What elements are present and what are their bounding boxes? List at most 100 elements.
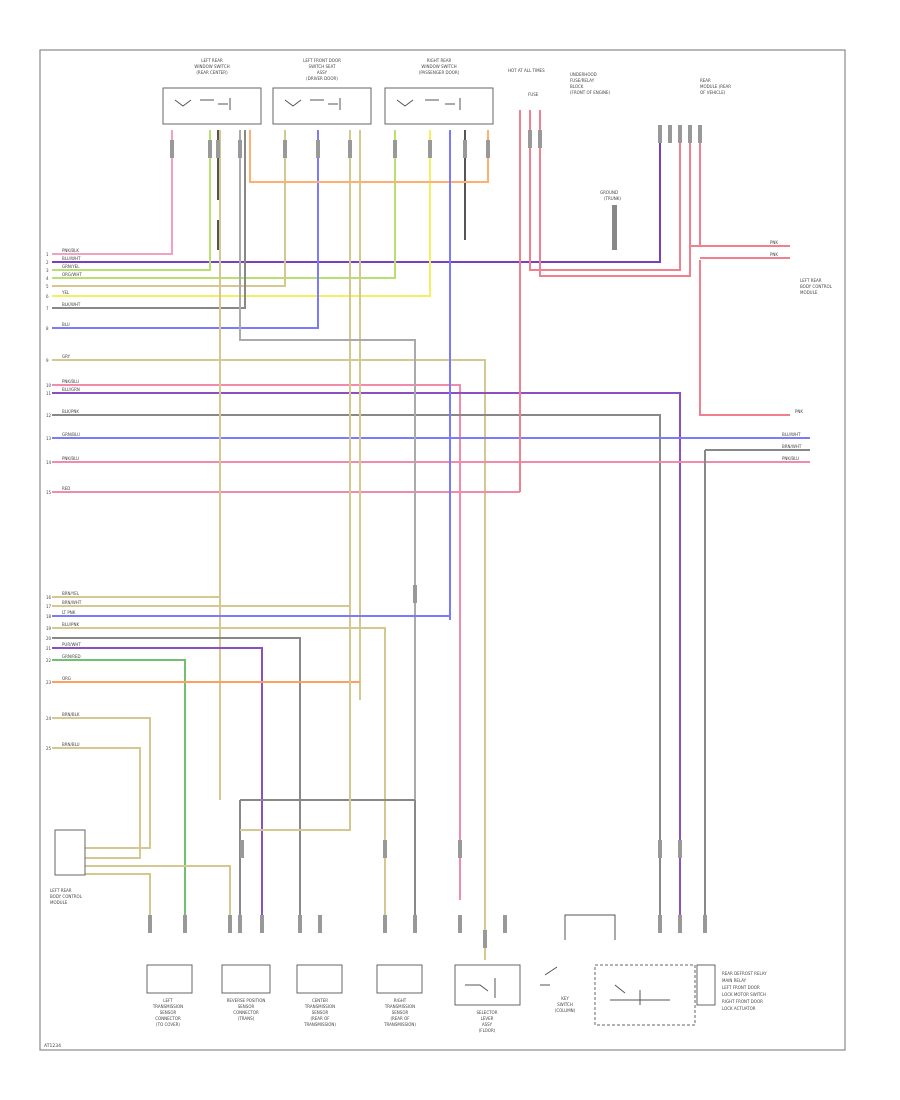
switch-label-2c: ASSY [317, 70, 328, 75]
rear-module-label-b: MODULE (REAR [700, 84, 731, 89]
sensor-reverse-l4: (TRANS) [238, 1016, 255, 1021]
pin-23: 23 [46, 680, 52, 685]
underhood-label-b: FUSE/RELAY [570, 78, 595, 83]
wire-label-pnk-blk: PNK/BLK [62, 248, 79, 253]
power-wires [519, 110, 810, 920]
key-switch: KEY SWITCH (COLUMN) [540, 966, 576, 1013]
sensor-center-l4: (REAR OF [310, 1016, 330, 1021]
page-label: AT1234 [44, 1043, 61, 1049]
pin-6: 6 [46, 294, 49, 299]
underhood-label-c: BLOCK [570, 84, 584, 89]
ground-label-b: (TRUNK) [604, 196, 621, 201]
pin-3: 3 [46, 268, 49, 273]
bottom-connectors [148, 840, 707, 948]
relay-box: REAR DEFROST RELAY MAIN RELAY LEFT FRONT… [564, 914, 767, 1026]
pin-4: 4 [46, 276, 49, 281]
sensor-left-l4: CONNECTOR [155, 1016, 181, 1021]
switch-label-3c: (PASSENGER DOOR) [419, 70, 460, 75]
pin-17: 17 [46, 604, 52, 609]
horizontal-wires [52, 130, 810, 920]
pin-24: 24 [46, 716, 52, 721]
hot-label: HOT AT ALL TIMES [508, 68, 545, 73]
sensor-reverse-l2: SENSOR [238, 1004, 255, 1009]
right-wire-labels: PNK PNK PNK BLU/WHT BRN/WHT PNK/BLU [770, 240, 803, 461]
sensor-right-l1: RIGHT [394, 998, 407, 1003]
pin-15: 15 [46, 490, 52, 495]
wire-label-blk-wht: BLK/WHT [62, 302, 81, 307]
right-conn-label-c: MODULE [800, 290, 818, 295]
pin-25: 25 [46, 746, 52, 751]
sensor-center: CENTER TRANSMISSION SENSOR (REAR OF TRAN… [296, 964, 343, 1027]
sensor-reverse-l3: CONNECTOR [233, 1010, 259, 1015]
wire-label-org-wht: ORG/WHT [62, 272, 82, 277]
sensor-right-l3: SENSOR [392, 1010, 409, 1015]
wire-label-grn-red: GRN/RED [62, 654, 81, 659]
sensor-center-l5: TRANSMISSION) [303, 1022, 336, 1027]
sensor-left: LEFT TRANSMISSION SENSOR CONNECTOR (TO C… [146, 964, 193, 1027]
sensor-center-l3: SENSOR [312, 1010, 329, 1015]
wire-label-gry: GRY [62, 354, 71, 359]
legend-1: REAR DEFROST RELAY [722, 971, 767, 976]
sensor-right: RIGHT TRANSMISSION SENSOR (REAR OF TRANS… [376, 964, 423, 1027]
pin-9: 9 [46, 358, 49, 363]
legend-2: MAIN RELAY [722, 978, 747, 983]
legend-5: RIGHT FRONT DOOR [722, 999, 763, 1004]
right-wire-1: PNK [770, 240, 778, 245]
wire-label-brn-blk: BRN/BLK [62, 712, 80, 717]
sensor-right-l5: TRANSMISSION) [383, 1022, 416, 1027]
ground-strap [612, 205, 617, 250]
sensor-left-l5: (TO COVER) [156, 1022, 180, 1027]
sensor-left-l2: TRANSMISSION [152, 1004, 183, 1009]
switch-label-1c: (REAR CENTER) [196, 70, 228, 75]
wire-label-brn-blu: BRN/BLU [62, 742, 80, 747]
legend-3: LEFT FRONT DOOR [722, 985, 760, 990]
wire-label-blk-pnk: BLK/PNK [62, 409, 79, 414]
selector-l2: LEVER [481, 1016, 494, 1021]
left-pin-column: 1 2 3 4 5 6 7 8 9 10 11 12 13 14 15 16 1… [46, 252, 52, 751]
switch-label-2b: SWITCH SEAT [309, 64, 336, 69]
right-conn-label-a: LEFT REAR [800, 278, 822, 283]
pin-20: 20 [46, 636, 52, 641]
wire-label-lt-pnk: LT PNK [62, 610, 76, 615]
left-conn-l3: MODULE [50, 900, 68, 905]
switch-box-1: LEFT REAR WINDOW SWITCH (REAR CENTER) [162, 58, 262, 125]
wire-label-pur-wht: PUR/WHT [62, 642, 81, 647]
right-wire-4: BLU/WHT [782, 432, 801, 437]
switch-box-2: LEFT FRONT DOOR SWITCH SEAT ASSY (DRIVER… [272, 58, 372, 125]
switch-label-2a: LEFT FRONT DOOR [303, 58, 341, 63]
fuse-label: FUSE [528, 92, 539, 97]
left-conn-l1: LEFT REAR [50, 888, 72, 893]
wire-label-yel: YEL [61, 290, 70, 295]
rear-module-label-c: OF VEHICLE) [700, 90, 726, 95]
pin-8: 8 [46, 326, 49, 331]
underhood-label-a: UNDERHOOD [570, 72, 597, 77]
switch-box-3: RIGHT REAR WINDOW SWITCH (PASSENGER DOOR… [384, 58, 494, 125]
right-conn-label-b: BODY CONTROL [800, 284, 833, 289]
sensor-right-l4: (REAR OF [390, 1016, 410, 1021]
sensor-reverse-l1: REVERSE POSITION [227, 998, 266, 1003]
right-wire-2: PNK [770, 252, 778, 257]
sensor-left-l3: SENSOR [160, 1010, 177, 1015]
left-connector: LEFT REAR BODY CONTROL MODULE [50, 829, 86, 905]
sensor-center-l1: CENTER [312, 998, 328, 1003]
wire-label-pnk-blu: PNK/BLU [62, 379, 79, 384]
pin-18: 18 [46, 614, 52, 619]
pin-16: 16 [46, 595, 52, 600]
switch-label-1a: LEFT REAR [201, 58, 223, 63]
switch-drops [217, 130, 489, 800]
pin-2: 2 [46, 260, 49, 265]
selector-l1: SELECTOR [477, 1010, 498, 1015]
right-wire-3: PNK [795, 409, 803, 414]
pin-21: 21 [46, 646, 52, 651]
wire-label-brn-wht: BRN/WHT [62, 600, 82, 605]
pin-14: 14 [46, 460, 52, 465]
wire-label-blu-wht: BLU/WHT [62, 256, 81, 261]
pin-13: 13 [46, 436, 52, 441]
ground-label-a: GROUND [600, 190, 618, 195]
key-switch-l1: KEY [561, 996, 569, 1001]
selector-l4: (FLOOR) [479, 1028, 496, 1033]
wire-label-org: ORG [62, 676, 71, 681]
pin-19: 19 [46, 626, 52, 631]
pin-1: 1 [46, 252, 49, 257]
